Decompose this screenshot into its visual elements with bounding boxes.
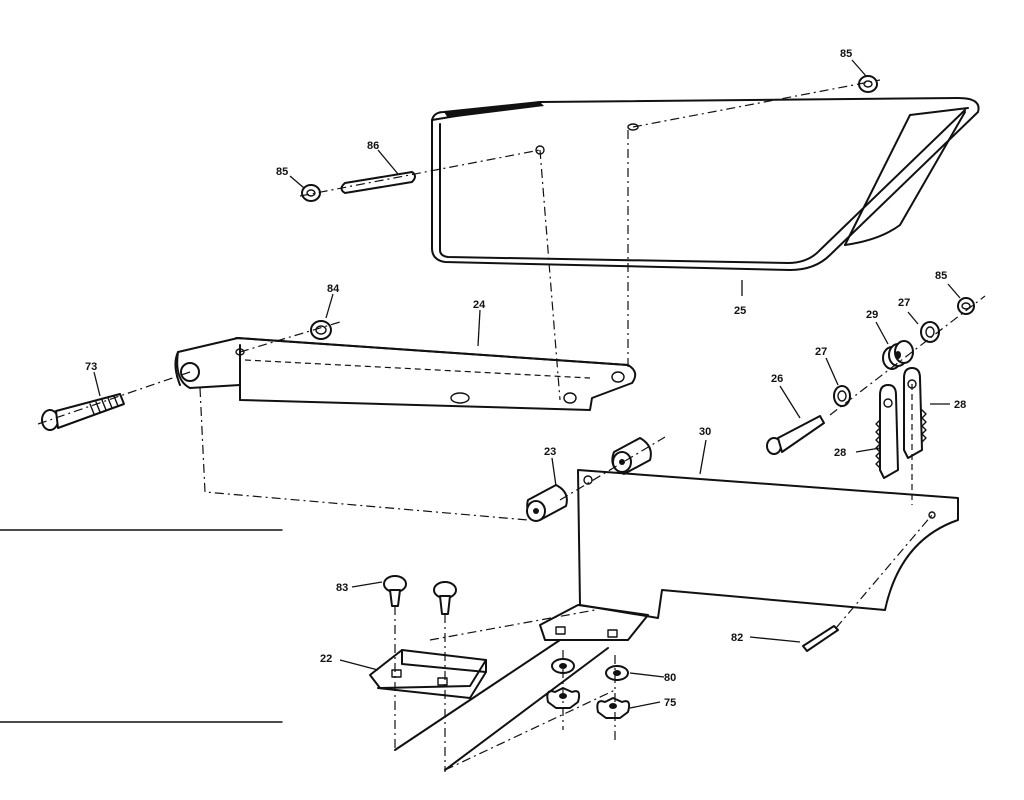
pawl-28-back	[903, 367, 927, 459]
screw-83-left	[383, 575, 407, 607]
callout-83: 83	[336, 582, 348, 594]
screw-83-right	[433, 581, 457, 615]
frame-line-lower	[444, 647, 609, 771]
callout-85-right: 85	[935, 270, 947, 282]
callout-86: 86	[367, 140, 379, 152]
callout-30: 30	[699, 426, 711, 438]
axis-rod	[299, 149, 541, 197]
axis-lower-diag	[444, 689, 616, 771]
nut-85-right	[957, 297, 975, 315]
nut-84	[310, 320, 332, 340]
washer-80-right	[605, 665, 629, 681]
axis-bolt-73	[37, 371, 191, 425]
mounting-bracket	[369, 604, 649, 699]
callout-80: 80	[664, 672, 676, 684]
pawl-28-front	[875, 384, 899, 479]
axis-pin-82	[835, 514, 933, 629]
spacer-23-front	[526, 484, 568, 522]
callout-26: 26	[771, 373, 783, 385]
side-plate	[577, 469, 959, 619]
callout-24: 24	[473, 299, 486, 311]
callout-85-left: 85	[276, 166, 288, 178]
callout-23: 23	[544, 446, 556, 458]
callout-27-front: 27	[815, 346, 827, 358]
callout-28-right: 28	[954, 399, 966, 411]
wing-nut-75-right	[596, 697, 631, 719]
bolt-73	[41, 393, 125, 431]
axis-guard-drop-left	[539, 149, 561, 401]
axis-nut-84	[239, 321, 341, 353]
frame-line-lower-left	[394, 639, 561, 751]
pawl-pin-26	[766, 415, 825, 455]
callout-29: 29	[866, 309, 878, 321]
callout-75: 75	[664, 697, 676, 709]
nut-85-left	[301, 184, 321, 202]
bushing-27-front	[833, 385, 851, 407]
axis-top-nut	[632, 79, 881, 128]
callout-84: 84	[327, 283, 340, 295]
callout-82: 82	[731, 632, 743, 644]
bushing-27-back	[920, 321, 940, 343]
callout-28-left: 28	[834, 447, 846, 459]
pin-82	[802, 625, 839, 652]
callout-73: 73	[85, 361, 97, 373]
blade-guard	[431, 97, 980, 271]
rod-86	[340, 171, 416, 194]
callout-25: 25	[734, 305, 746, 317]
support-arm	[174, 337, 637, 411]
callout-27-back: 27	[898, 297, 910, 309]
axis-pawl-assembly	[829, 295, 986, 416]
callout-85-top: 85	[840, 48, 852, 60]
axis-bracket-diag	[429, 609, 596, 641]
leader-lines	[93, 59, 961, 709]
callout-22: 22	[320, 653, 332, 665]
spacer-23-back	[611, 437, 652, 475]
